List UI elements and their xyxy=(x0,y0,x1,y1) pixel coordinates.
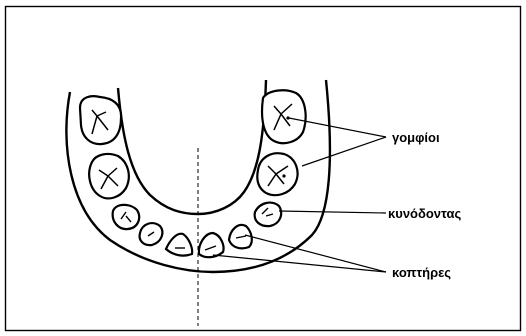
right-central-incisor xyxy=(199,233,224,257)
left-molar-2 xyxy=(89,154,129,198)
incisors-leader-upper xyxy=(245,235,386,272)
right-molar-1 xyxy=(262,90,306,143)
gum-inner-contour xyxy=(118,80,266,214)
molars-label: γομφίοι xyxy=(392,130,440,145)
left-premolar xyxy=(113,205,139,229)
left-central-incisor xyxy=(166,234,192,256)
left-canine xyxy=(140,223,163,245)
right-lateral-incisor xyxy=(229,225,252,248)
molars-leader-lower xyxy=(302,137,386,166)
right-canine xyxy=(255,203,281,226)
canine-leader xyxy=(279,211,386,213)
left-molar-1 xyxy=(80,96,121,144)
incisors-label: κοπτήρες xyxy=(392,265,451,280)
right-molar-2 xyxy=(257,153,297,195)
canine-label: κυνόδοντας xyxy=(388,206,461,221)
